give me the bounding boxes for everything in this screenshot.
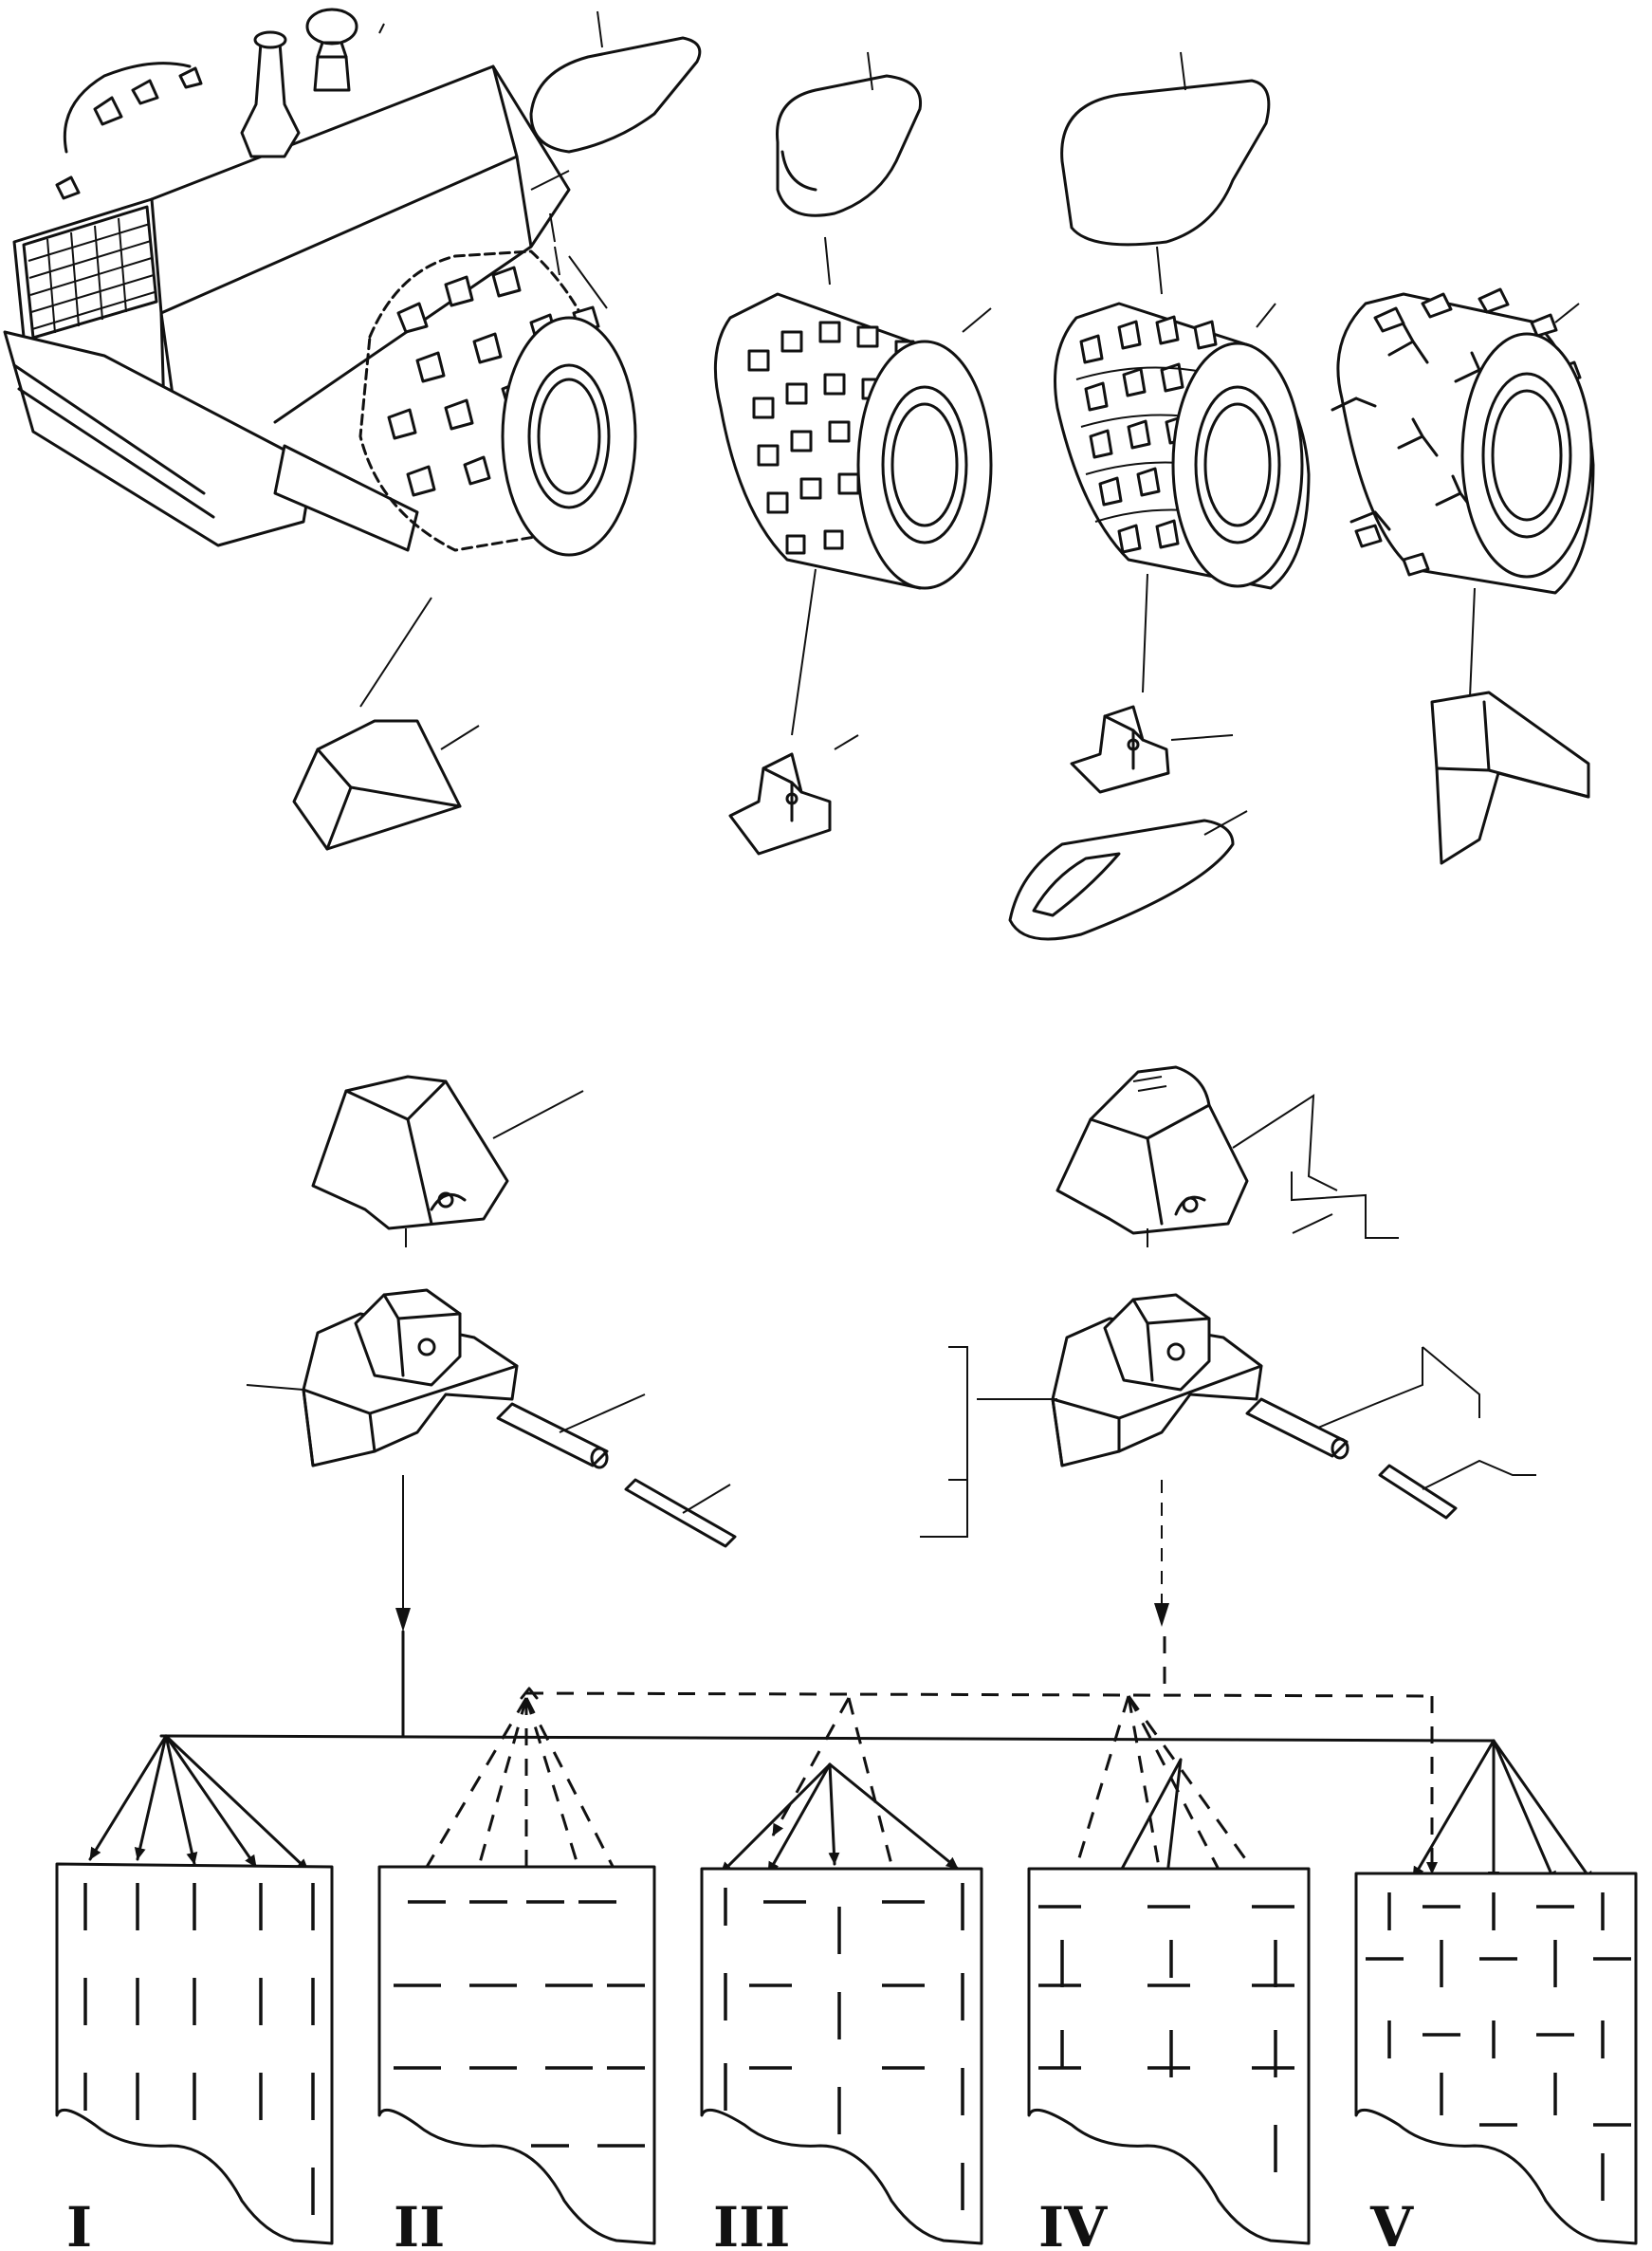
label-arrangement-4: IV: [1038, 2195, 1108, 2251]
label-arrangement-2: II: [394, 2195, 445, 2251]
tamping-foot-drum: [713, 51, 993, 856]
distribution-lines: [88, 1630, 1595, 1889]
sheepsfoot-drum: [1008, 51, 1311, 941]
pattern-sheet-2: [377, 1865, 656, 2245]
pattern-sheet-4: [1027, 1867, 1311, 2245]
label-arrangement-5: V: [1369, 2195, 1414, 2251]
tooth-assembly-left: [246, 1075, 737, 1632]
radiator-grille: [22, 205, 158, 340]
pattern-sheet-5: [1354, 1872, 1638, 2245]
tamping-blade-drum: [1331, 287, 1595, 865]
label-arrangement-1: I: [66, 2195, 92, 2251]
tooth-assembly-right: [920, 1065, 1536, 1627]
pattern-sheet-3: [700, 1867, 983, 2245]
machine-illustration: [3, 8, 702, 851]
front-padfoot-drum: [358, 249, 637, 557]
pattern-sheet-1: [55, 1862, 334, 2245]
label-arrangement-3: III: [713, 2195, 790, 2251]
